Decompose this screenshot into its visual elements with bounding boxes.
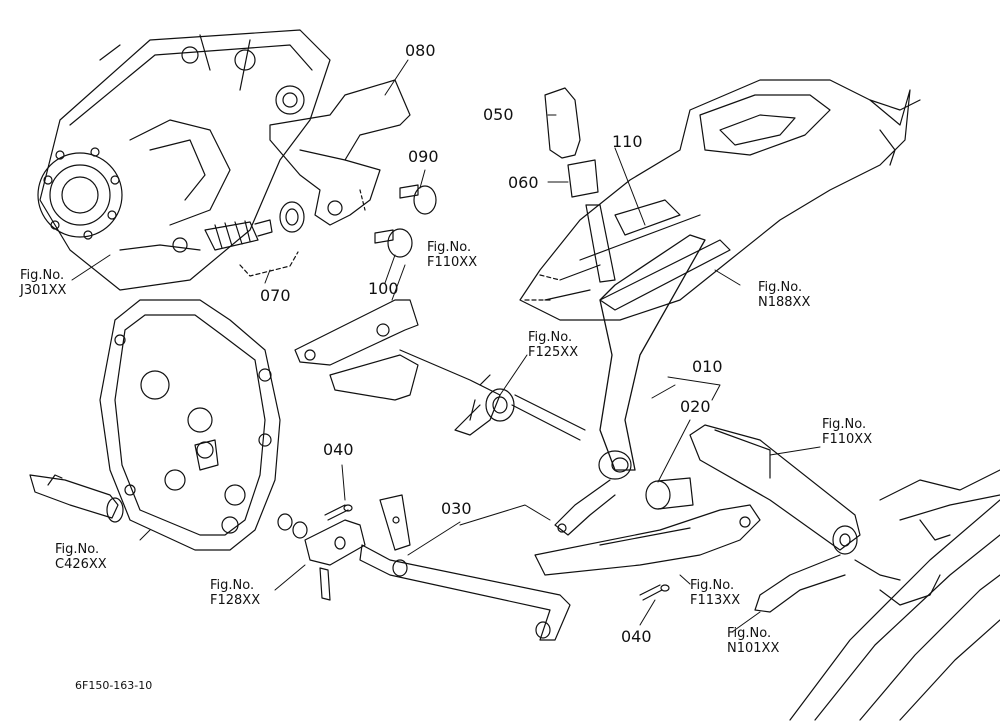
- part-label-070: 070: [260, 286, 291, 305]
- spring-pin-070: [204, 201, 305, 277]
- right-shaft-assembly: [689, 424, 901, 613]
- fig-ref-j301: Fig.No. J301XX: [20, 268, 67, 298]
- split-pin-040-upper: [324, 504, 353, 521]
- frame-bottom-right: [789, 469, 1000, 721]
- part-label-020: 020: [680, 397, 711, 416]
- knob-100: [374, 228, 413, 258]
- fig-ref-f125: Fig.No. F125XX: [528, 330, 579, 360]
- shift-console: [519, 79, 921, 321]
- shift-lever-010: [544, 87, 706, 536]
- fig-ref-f113: Fig.No. F113XX: [690, 578, 741, 608]
- part-label-030: 030: [441, 499, 472, 518]
- bracket-080: [269, 79, 411, 226]
- part-label-110: 110: [612, 132, 643, 151]
- pin-assembly-f128: [277, 513, 366, 601]
- part-label-060: 060: [508, 173, 539, 192]
- shift-linkage-center: [294, 299, 586, 441]
- rod-030: [359, 494, 571, 641]
- fig-ref-f110-center: Fig.No. F110XX: [427, 240, 478, 270]
- drawing-code: 6F150-163-10: [75, 679, 153, 692]
- left-shaft: [29, 474, 124, 523]
- linkage-plate: [534, 504, 761, 576]
- part-label-040-upper: 040: [323, 440, 354, 459]
- part-label-090: 090: [408, 147, 439, 166]
- fig-ref-n188: Fig.No. N188XX: [758, 280, 811, 310]
- part-label-100: 100: [368, 279, 399, 298]
- part-label-050: 050: [483, 105, 514, 124]
- transmission-housing: [37, 29, 331, 291]
- fig-ref-f128: Fig.No. F128XX: [210, 578, 261, 608]
- part-label-040-lower: 040: [621, 627, 652, 646]
- fig-ref-n101: Fig.No. N101XX: [727, 626, 780, 656]
- part-label-080: 080: [405, 41, 436, 60]
- leader-lines: [71, 59, 821, 633]
- transmission-case-lower: [99, 299, 281, 551]
- fig-ref-c426: Fig.No. C426XX: [55, 542, 107, 572]
- bushing-020: [645, 477, 694, 510]
- fig-ref-f110-right: Fig.No. F110XX: [822, 417, 873, 447]
- split-pin-040-lower: [639, 584, 670, 601]
- knob-090: [399, 184, 437, 215]
- part-label-010: 010: [692, 357, 723, 376]
